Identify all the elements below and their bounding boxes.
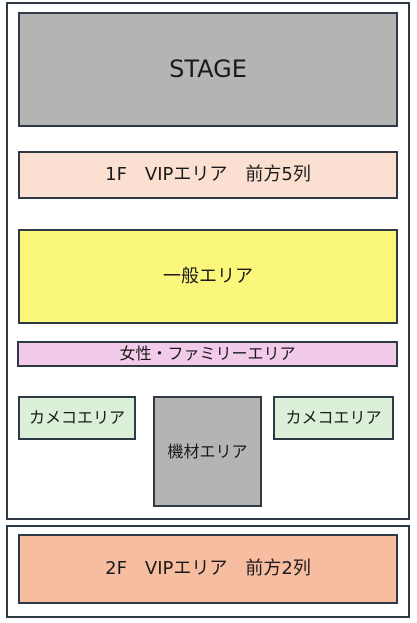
general-area: 一般エリア [18,229,398,324]
general-area-label: 一般エリア [163,265,253,287]
women-family-area-label: 女性・ファミリーエリア [119,344,296,364]
camera-area-left-label: カメコエリア [28,408,125,428]
camera-area-right: カメコエリア [273,396,394,440]
vip-2f-label: 2F VIPエリア 前方2列 [105,558,311,580]
vip-1f-area: 1F VIPエリア 前方5列 [18,151,398,199]
stage-label: STAGE [169,55,247,84]
women-family-area: 女性・ファミリーエリア [17,341,398,367]
equipment-area-label: 機材エリア [167,441,248,461]
stage-area: STAGE [18,12,398,127]
equipment-area: 機材エリア [153,396,262,507]
camera-area-left: カメコエリア [18,396,136,440]
vip-2f-area: 2F VIPエリア 前方2列 [18,534,398,604]
camera-area-right-label: カメコエリア [285,408,382,428]
vip-1f-label: 1F VIPエリア 前方5列 [105,164,311,186]
